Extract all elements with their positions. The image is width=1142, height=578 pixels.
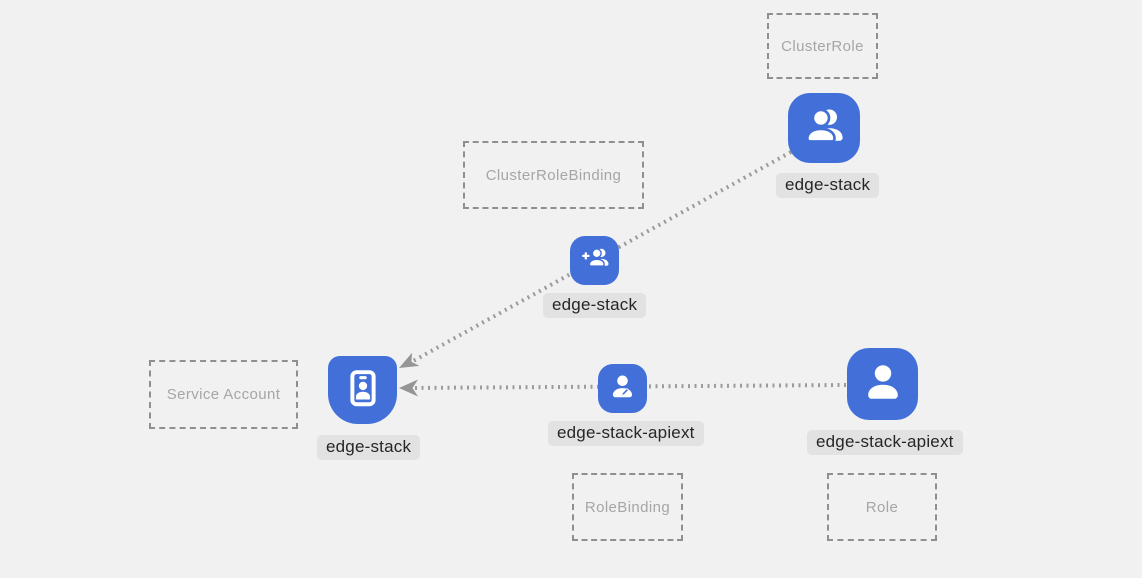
role-node bbox=[847, 348, 918, 420]
id-badge-icon bbox=[338, 363, 388, 418]
rolebinding-type-label: RoleBinding bbox=[584, 498, 671, 516]
clusterrole-type-box: ClusterRole bbox=[767, 13, 878, 79]
role-type-box: Role bbox=[827, 473, 937, 541]
serviceaccount-type-label: Service Account bbox=[166, 386, 281, 403]
clusterrole-node bbox=[788, 93, 860, 163]
arrowhead-diagonal bbox=[399, 352, 420, 368]
users-group-icon bbox=[801, 103, 847, 154]
clusterrole-node-label: edge-stack bbox=[776, 173, 880, 198]
user-edit-icon bbox=[607, 371, 638, 407]
clusterrolebinding-node-label: edge-stack bbox=[543, 293, 647, 318]
arrowhead-horizontal bbox=[399, 379, 418, 397]
serviceaccount-node-label: edge-stack bbox=[317, 435, 421, 460]
role-type-label: Role bbox=[865, 498, 899, 516]
clusterrolebinding-type-box: ClusterRoleBinding bbox=[463, 141, 644, 209]
serviceaccount-type-box: Service Account bbox=[149, 360, 298, 429]
clusterrolebinding-type-label: ClusterRoleBinding bbox=[485, 166, 622, 184]
clusterrole-type-label: ClusterRole bbox=[781, 37, 864, 55]
role-node-label: edge-stack-apiext bbox=[807, 430, 963, 455]
user-add-icon bbox=[579, 242, 611, 279]
serviceaccount-node bbox=[328, 356, 397, 424]
user-icon bbox=[859, 358, 907, 411]
rolebinding-node bbox=[598, 364, 647, 413]
rolebinding-type-box: RoleBinding bbox=[572, 473, 683, 541]
rolebinding-node-label: edge-stack-apiext bbox=[548, 421, 704, 446]
clusterrolebinding-node bbox=[570, 236, 619, 285]
